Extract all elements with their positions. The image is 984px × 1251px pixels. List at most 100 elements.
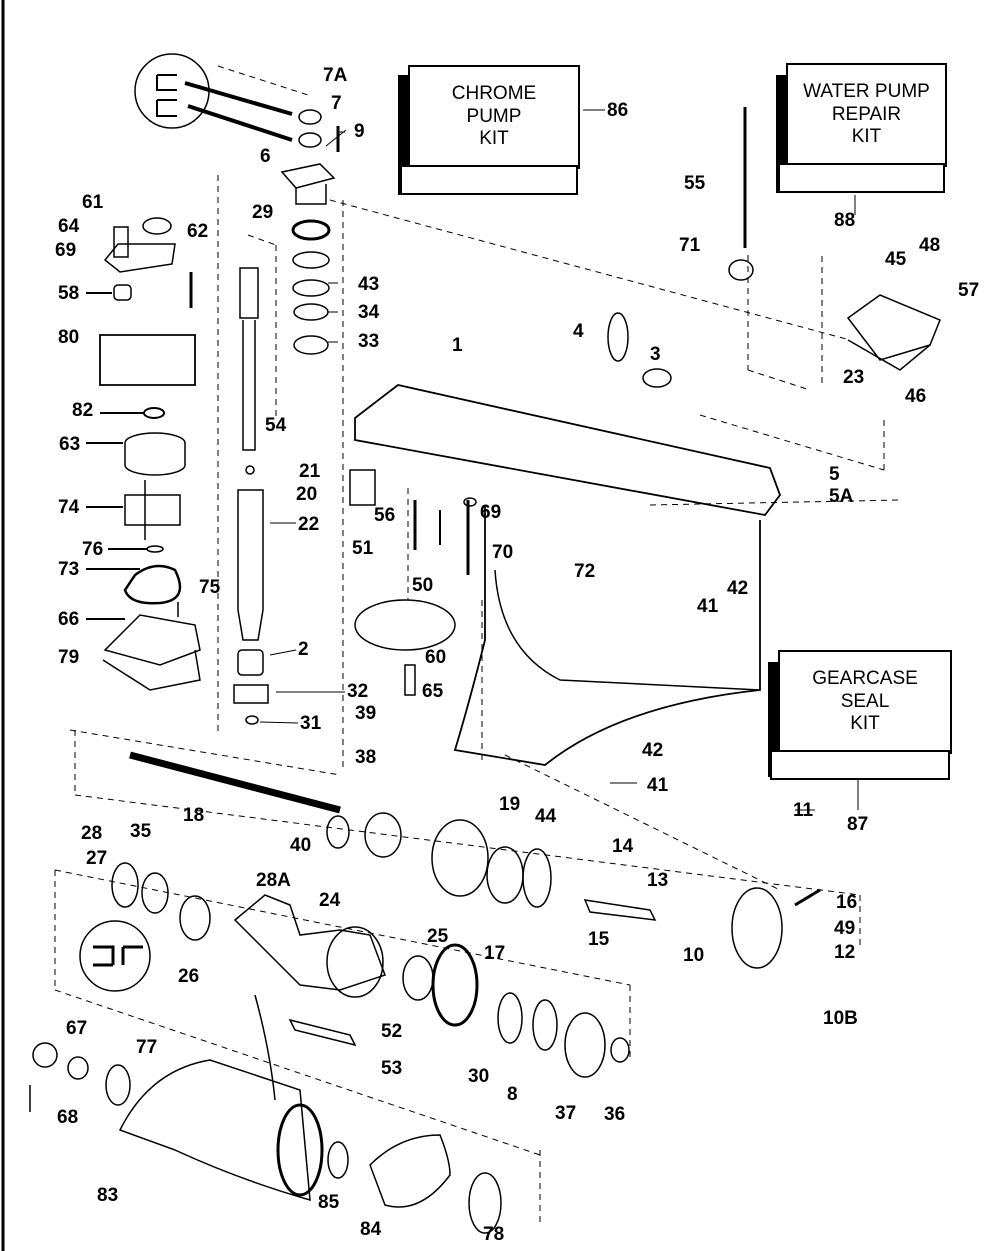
callout-51: 51 <box>352 538 374 559</box>
callout-27: 27 <box>86 848 108 869</box>
callout-64: 64 <box>58 216 80 237</box>
callout-42a: 42 <box>727 578 749 599</box>
callout-54: 54 <box>265 415 287 436</box>
callout-13: 13 <box>647 870 669 891</box>
callout-77: 77 <box>136 1037 158 1058</box>
callout-73: 73 <box>58 559 80 580</box>
callout-10: 10 <box>683 945 705 966</box>
callout-70: 70 <box>492 542 514 563</box>
seal-inset-top <box>134 53 293 142</box>
callout-36: 36 <box>604 1104 626 1125</box>
callout-1: 1 <box>452 335 463 356</box>
callout-7: 7 <box>331 93 342 114</box>
gearcase-top <box>354 384 782 516</box>
callout-6: 6 <box>260 146 271 167</box>
callout-72: 72 <box>574 561 596 582</box>
callout-49: 49 <box>834 918 856 939</box>
callout-40: 40 <box>290 835 312 856</box>
callout-19: 19 <box>499 794 521 815</box>
callout-87: 87 <box>847 814 869 835</box>
callout-18: 18 <box>183 805 205 826</box>
callout-61: 61 <box>82 192 104 213</box>
callout-43: 43 <box>358 274 380 295</box>
callout-31: 31 <box>300 713 322 734</box>
callout-86: 86 <box>607 100 629 121</box>
callout-37: 37 <box>555 1103 577 1124</box>
callout-21: 21 <box>299 461 321 482</box>
gearcase-body <box>453 505 761 766</box>
callout-2: 2 <box>298 639 309 660</box>
callout-42b: 42 <box>642 740 664 761</box>
callout-14: 14 <box>612 836 634 857</box>
callout-38: 38 <box>355 747 377 768</box>
callout-41b: 41 <box>647 775 669 796</box>
callout-5a: 5A <box>829 486 854 507</box>
callout-84: 84 <box>360 1219 382 1240</box>
callout-35: 35 <box>130 821 152 842</box>
callout-67: 67 <box>66 1018 88 1039</box>
callout-29: 29 <box>252 202 274 223</box>
callout-82: 82 <box>72 400 94 421</box>
callout-5: 5 <box>829 464 840 485</box>
callout-22: 22 <box>298 514 320 535</box>
callout-75: 75 <box>199 577 221 598</box>
callout-23: 23 <box>843 367 865 388</box>
callout-28: 28 <box>81 823 103 844</box>
callout-33: 33 <box>358 331 380 352</box>
callout-74: 74 <box>58 497 80 518</box>
callout-88: 88 <box>834 210 856 231</box>
callout-17: 17 <box>484 943 506 964</box>
callout-58: 58 <box>58 283 80 304</box>
callout-66: 66 <box>58 609 80 630</box>
callout-8: 8 <box>507 1084 518 1105</box>
callout-44: 44 <box>535 806 557 827</box>
callout-34: 34 <box>358 302 380 323</box>
callout-26: 26 <box>178 966 200 987</box>
callout-30: 30 <box>468 1066 490 1087</box>
callout-76: 76 <box>82 539 104 560</box>
callout-65: 65 <box>422 681 444 702</box>
callout-85: 85 <box>318 1192 340 1213</box>
leader-lines <box>86 109 859 811</box>
callout-32: 32 <box>347 681 369 702</box>
callout-52: 52 <box>381 1021 403 1042</box>
callout-50: 50 <box>412 575 434 596</box>
callout-12: 12 <box>834 942 856 963</box>
callout-9: 9 <box>354 121 365 142</box>
callout-48: 48 <box>919 235 941 256</box>
callout-68: 68 <box>57 1107 79 1128</box>
callout-57: 57 <box>958 280 980 301</box>
callout-56: 56 <box>374 505 396 526</box>
callout-45: 45 <box>885 249 907 270</box>
callout-69: 69 <box>55 240 77 261</box>
callout-15: 15 <box>588 929 610 950</box>
callout-78: 78 <box>483 1224 505 1245</box>
callout-20: 20 <box>296 484 318 505</box>
callout-69b: 69 <box>480 502 502 523</box>
callout-60: 60 <box>425 647 447 668</box>
callout-71: 71 <box>679 235 701 256</box>
callout-7a: 7A <box>323 65 348 86</box>
callout-3: 3 <box>650 344 661 365</box>
guide-lines <box>54 65 901 1225</box>
prop-shaft <box>129 751 341 814</box>
propeller <box>118 1059 311 1202</box>
callout-62: 62 <box>187 221 209 242</box>
callout-28a: 28A <box>256 870 291 891</box>
callout-80: 80 <box>58 327 80 348</box>
callout-63: 63 <box>59 434 81 455</box>
callout-4: 4 <box>573 321 584 342</box>
callout-39: 39 <box>355 703 377 724</box>
callout-25: 25 <box>427 926 449 947</box>
callout-83: 83 <box>97 1185 119 1206</box>
callout-46: 46 <box>905 386 927 407</box>
callout-55: 55 <box>684 173 706 194</box>
callout-11: 11 <box>793 800 814 821</box>
